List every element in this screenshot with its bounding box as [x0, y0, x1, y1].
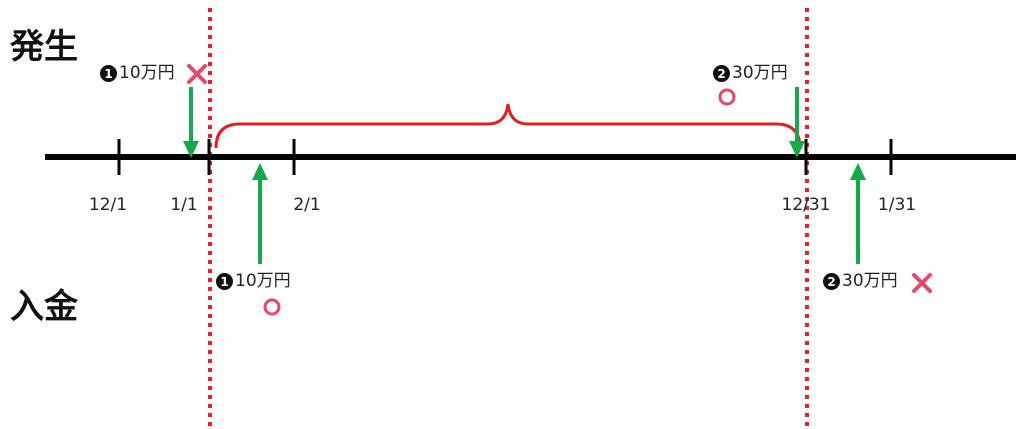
arrow-occurrence-1	[183, 87, 199, 158]
date-label-1-1: 1/1	[170, 195, 198, 215]
amount-occurrence-2: 2 30万円	[713, 65, 788, 82]
occurrence-label: 発生	[10, 27, 78, 67]
circle-mark-occurrence-2	[718, 88, 736, 106]
date-label-2-1: 2/1	[293, 195, 321, 215]
number-badge: 2	[713, 65, 730, 82]
amount-text: 10万円	[235, 271, 291, 291]
number-badge: 1	[216, 273, 233, 290]
amount-payment-2: 2 30万円	[823, 273, 898, 290]
cross-mark-payment-2	[912, 273, 932, 293]
payment-label: 入金	[10, 287, 78, 327]
amount-occurrence-1: 1 10万円	[100, 65, 175, 82]
amount-text: 30万円	[732, 63, 788, 83]
amount-text: 10万円	[119, 63, 175, 83]
date-label-1-31: 1/31	[877, 195, 917, 215]
amount-payment-1: 1 10万円	[216, 273, 291, 290]
number-badge: 2	[823, 273, 840, 290]
arrow-payment-2	[850, 163, 866, 264]
amount-text: 30万円	[842, 271, 898, 291]
number-badge: 1	[100, 65, 117, 82]
date-label-12-31: 12/31	[781, 195, 831, 215]
date-label-12-1: 12/1	[88, 195, 128, 215]
cross-mark-occurrence-1	[187, 64, 207, 84]
period-brace	[214, 103, 802, 149]
circle-mark-payment-1	[263, 298, 281, 316]
arrow-payment-1	[252, 163, 268, 264]
arrow-occurrence-2	[789, 87, 805, 158]
